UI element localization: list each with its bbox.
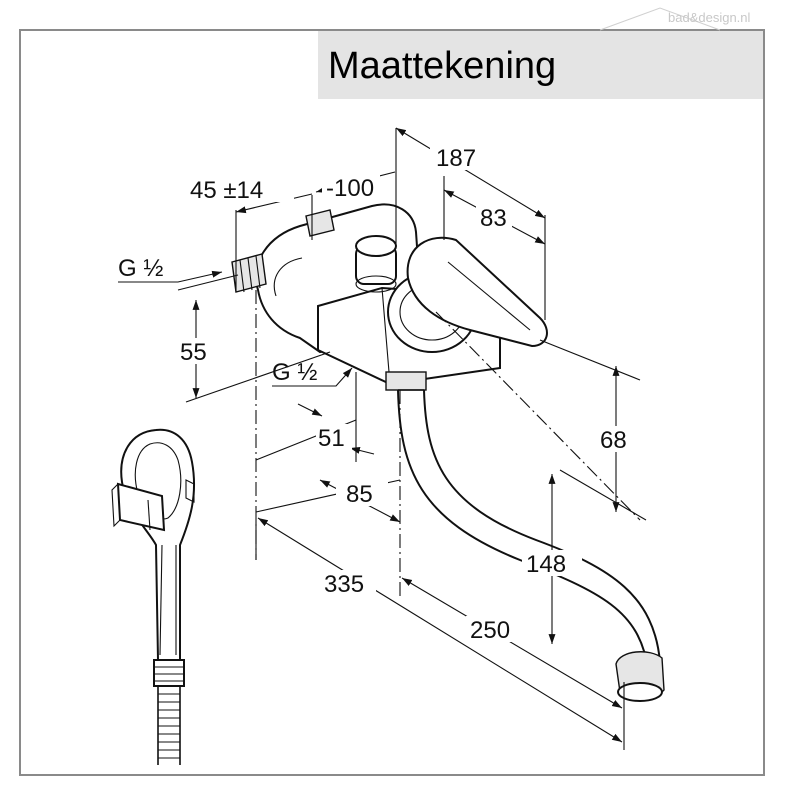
dim-83-label: 83 bbox=[480, 205, 507, 232]
dim-335-label: 335 bbox=[324, 571, 364, 598]
dim-148-label: 148 bbox=[526, 551, 566, 578]
dim-85-label: 85 bbox=[346, 481, 373, 508]
shower-hose bbox=[157, 686, 181, 765]
drawing-title: Maattekening bbox=[328, 45, 556, 87]
dim-68-label: 68 bbox=[600, 427, 627, 454]
dim-250-label: 250 bbox=[470, 617, 510, 644]
watermark: bad&design.nl bbox=[599, 7, 751, 31]
drawing-frame bbox=[19, 29, 765, 776]
dim-g-top-label: G ½ bbox=[118, 255, 163, 282]
dim-100-label: -100 bbox=[326, 175, 374, 202]
title-band bbox=[318, 31, 763, 99]
dim-51-label: 51 bbox=[318, 425, 345, 452]
dim-45-label: 45 ±14 bbox=[190, 177, 263, 204]
watermark-text: bad&design.nl bbox=[668, 10, 751, 25]
dim-g-bottom-label: G ½ bbox=[272, 359, 317, 386]
hand-shower bbox=[111, 428, 196, 765]
extension-lines bbox=[177, 128, 647, 750]
dimension-labels: 187 45 ±14 -100 83 G ½ 55 G ½ 68 51 85 1… bbox=[118, 144, 636, 644]
dim-187-label: 187 bbox=[436, 145, 476, 172]
dim-55-label: 55 bbox=[180, 339, 207, 366]
